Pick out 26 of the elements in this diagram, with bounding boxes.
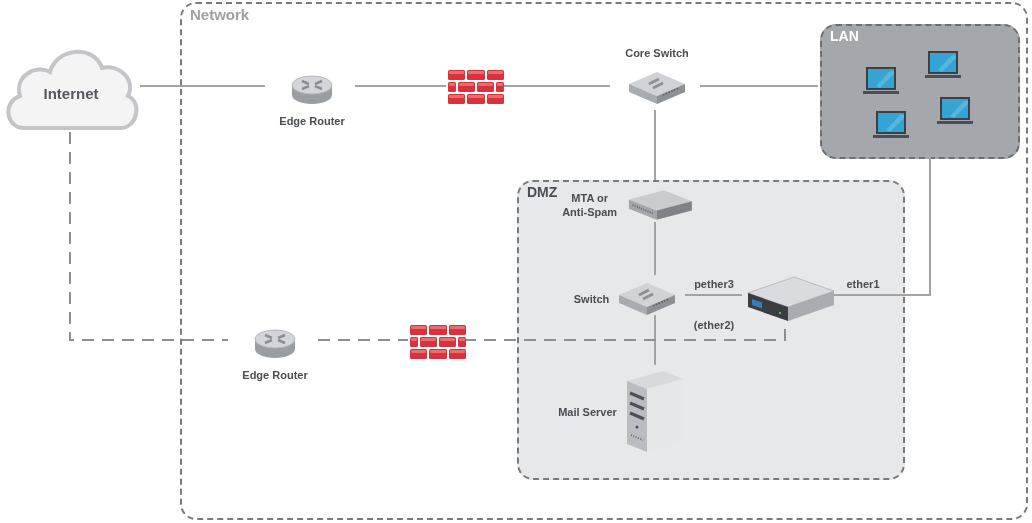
node-label: MTA or Anti-Spam — [561, 191, 619, 219]
node-label: Internet — [43, 83, 99, 104]
node-label: Mail Server — [558, 404, 617, 419]
connector-line — [654, 314, 656, 366]
connector-line — [831, 156, 931, 296]
zone-box — [180, 2, 1028, 520]
zone-box — [517, 180, 905, 480]
zone-box — [820, 24, 1020, 159]
firewall-icon — [448, 70, 504, 104]
connector-line — [354, 85, 447, 87]
connector-line — [654, 109, 656, 181]
dashed-connector — [317, 339, 409, 341]
node-label: DMZ — [527, 183, 558, 202]
node-label: LAN — [830, 27, 859, 46]
node-label: Switch — [573, 292, 610, 306]
connector-line — [501, 85, 611, 87]
firewall-icon — [410, 325, 466, 359]
connector-line — [139, 85, 266, 87]
connector-line — [684, 294, 743, 296]
node-label: Network — [190, 5, 250, 25]
node-label: Edge Router — [279, 114, 345, 128]
connector-line — [654, 221, 656, 276]
node-label: Edge Router — [242, 368, 308, 382]
node-label: Core Switch — [625, 46, 689, 60]
connector-line — [699, 85, 819, 87]
dashed-connector — [69, 131, 229, 341]
